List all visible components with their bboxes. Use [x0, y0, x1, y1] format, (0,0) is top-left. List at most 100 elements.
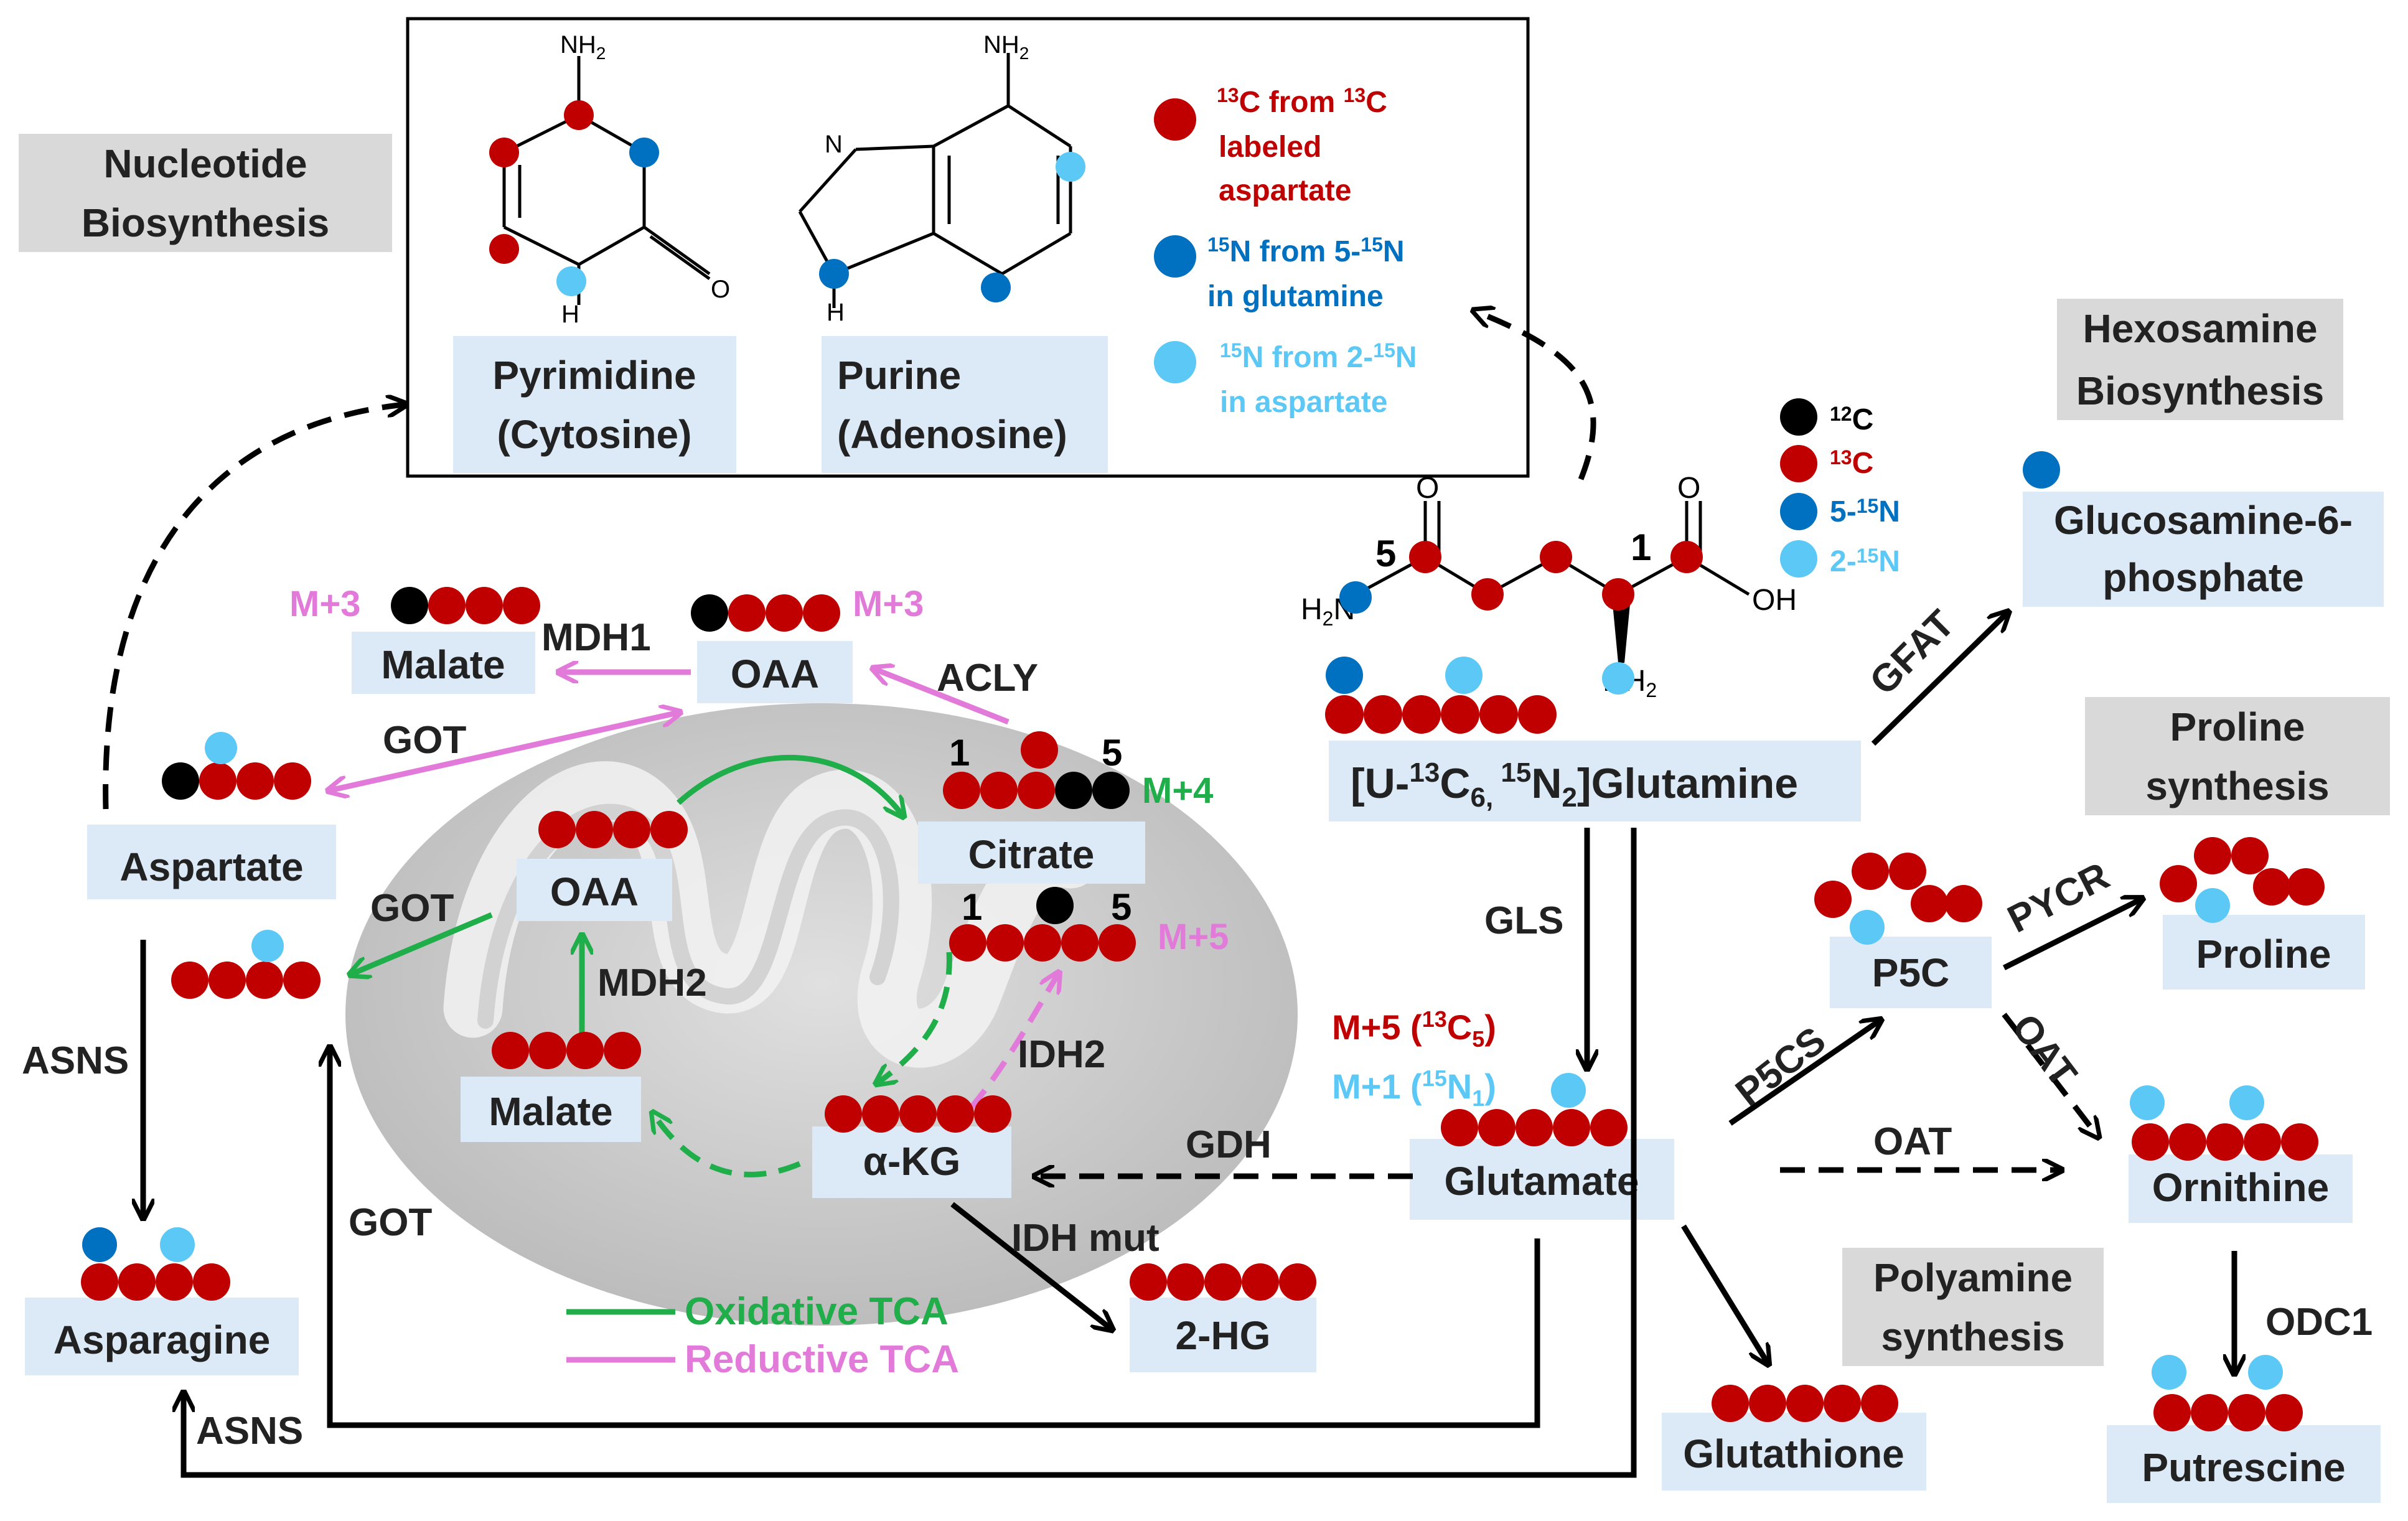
arrow-oaa-to-citrate	[676, 754, 902, 815]
nucleotide-legend-box: NH2 O H NH2 N H	[406, 17, 1530, 478]
pyrimidine-h: H	[561, 301, 579, 328]
nucleotide-biosynthesis-box: Nucleotide Biosynthesis	[19, 134, 392, 252]
glutamate-atoms	[1441, 1073, 1628, 1146]
label-m3-malate: M+3	[289, 584, 360, 624]
akg-box: α-KG	[812, 1126, 1011, 1198]
key-13c-dot	[1154, 98, 1196, 141]
arrow-got-top	[330, 713, 678, 790]
pink-arrows	[330, 669, 1010, 1363]
oaa-mito-atoms	[538, 811, 688, 848]
svg-text:Polyamine: Polyamine	[1873, 1255, 2073, 1300]
svg-text:1: 1	[1631, 526, 1651, 568]
key-13c-text-3: aspartate	[1219, 174, 1351, 207]
key-2n-dot	[1154, 341, 1196, 383]
key-2n-text-2: in aspartate	[1220, 386, 1387, 419]
svg-text:Glutamate: Glutamate	[1445, 1159, 1639, 1204]
proline-box: Proline	[2163, 915, 2365, 990]
svg-text:5-15N: 5-15N	[1830, 495, 1900, 528]
label-m5-citrate: M+5	[1158, 917, 1229, 957]
label-glu-m1: M+1 (15N1)	[1332, 1065, 1496, 1111]
purine-structure	[798, 53, 1072, 308]
purine-sublabel: (Adenosine)	[837, 412, 1067, 457]
key-2n-text: 15N from 2-15N	[1220, 339, 1417, 374]
glutamine-structure: O O OH H2N NH2 5 1	[1301, 472, 1797, 701]
key-5n-text-2: in glutamine	[1207, 280, 1384, 313]
svg-text:O: O	[1416, 472, 1439, 505]
svg-text:phosphate: phosphate	[2102, 555, 2304, 600]
oaa-cyto-atoms	[691, 594, 840, 632]
svg-text:Ornithine: Ornithine	[2152, 1165, 2329, 1210]
svg-text:Biosynthesis: Biosynthesis	[2076, 368, 2324, 413]
proline-synthesis-box: Proline synthesis	[2085, 697, 2390, 815]
p5c-atoms	[1814, 853, 1982, 945]
asparagine-atoms	[81, 1227, 230, 1301]
citrate-box: Citrate	[918, 821, 1145, 884]
svg-text:12C: 12C	[1830, 403, 1873, 436]
svg-text:synthesis: synthesis	[1881, 1314, 2064, 1359]
pyrimidine-c5-atom	[489, 138, 519, 167]
arrow-glutathione	[1681, 1224, 1768, 1363]
aspartate-cyto-atoms	[162, 732, 311, 800]
enzyme-got-top: GOT	[383, 719, 466, 762]
legend-reductive-label: Reductive TCA	[685, 1338, 959, 1381]
arrow-got-low	[330, 1049, 1540, 1428]
glutamate-box: Glutamate	[1410, 1139, 1674, 1220]
glutathione-atoms	[1712, 1385, 1898, 1422]
key-13c-text: 13C from 13C	[1217, 84, 1387, 119]
enzyme-p5cs: P5CS	[1728, 1019, 1834, 1115]
svg-text:[U-13C6, 15N2]Glutamine: [U-13C6, 15N2]Glutamine	[1351, 757, 1798, 813]
aspartate-mito-atoms	[171, 930, 321, 999]
enzyme-odc1: ODC1	[2265, 1301, 2373, 1344]
black-arrows	[143, 613, 2234, 1478]
svg-text:Hexosamine: Hexosamine	[2082, 306, 2317, 351]
svg-text:13C: 13C	[1830, 446, 1873, 480]
svg-text:Glutathione: Glutathione	[1683, 1431, 1904, 1476]
enzyme-acly: ACLY	[937, 657, 1038, 700]
glucosamine-n-atom	[2023, 451, 2060, 489]
purine-n3-atom	[981, 273, 1011, 302]
aspartate-box: Aspartate	[87, 825, 336, 899]
enzyme-asns-bottom: ASNS	[196, 1410, 303, 1453]
svg-text:α-KG: α-KG	[863, 1139, 961, 1184]
key-5n-dot	[1154, 235, 1196, 278]
svg-text:5: 5	[1375, 533, 1396, 574]
pyrimidine-n3-atom	[629, 138, 659, 167]
arrow-reductive-idh2	[968, 974, 1058, 1110]
svg-text:OAA: OAA	[550, 869, 639, 914]
svg-text:Proline: Proline	[2170, 704, 2305, 749]
svg-text:Aspartate: Aspartate	[119, 845, 303, 889]
enzyme-mdh1: MDH1	[541, 616, 651, 659]
legend-oxidative-label: Oxidative TCA	[685, 1290, 949, 1333]
arrow-idh-mut	[950, 1202, 1111, 1329]
glutamine-box: [U-13C6, 15N2]Glutamine	[1329, 741, 1861, 821]
label-cit-5b: 5	[1111, 886, 1131, 928]
key-5n-text: 15N from 5-15N	[1207, 233, 1405, 268]
enzyme-gfat: GFAT	[1862, 602, 1963, 703]
arrow-acly	[874, 669, 1010, 725]
svg-text:Putrescine: Putrescine	[2142, 1445, 2345, 1490]
pyrimidine-nh2: NH2	[560, 31, 606, 63]
pyrimidine-n1-atom	[556, 266, 586, 296]
svg-text:O: O	[1677, 472, 1700, 505]
svg-text:Glucosamine-6-: Glucosamine-6-	[2054, 498, 2353, 543]
svg-text:2-HG: 2-HG	[1176, 1313, 1271, 1358]
svg-text:P5C: P5C	[1872, 950, 1950, 995]
svg-text:Asparagine: Asparagine	[54, 1317, 271, 1362]
malate-mito-atoms	[492, 1032, 641, 1069]
oaa-cyto-box: OAA	[697, 641, 853, 703]
arrow-pycr	[2002, 899, 2141, 971]
arrow-asns-bottom	[184, 828, 1637, 1478]
glutamine-atoms	[1325, 657, 1557, 734]
oaa-mito-box: OAA	[517, 859, 672, 921]
svg-text:Malate: Malate	[381, 642, 505, 687]
putrescine-box: Putrescine	[2107, 1425, 2381, 1503]
malate-cyto-box: Malate	[352, 632, 535, 694]
enzyme-gls: GLS	[1484, 899, 1563, 942]
pyrimidine-c4-atom	[564, 100, 594, 130]
svg-text:Nucleotide: Nucleotide	[103, 141, 307, 186]
label-glu-m5: M+5 (13C5)	[1332, 1006, 1496, 1052]
enzyme-idh2: IDH2	[1018, 1033, 1105, 1076]
citrate-atoms-m4	[943, 731, 1130, 809]
purine-n7: N	[825, 131, 843, 158]
